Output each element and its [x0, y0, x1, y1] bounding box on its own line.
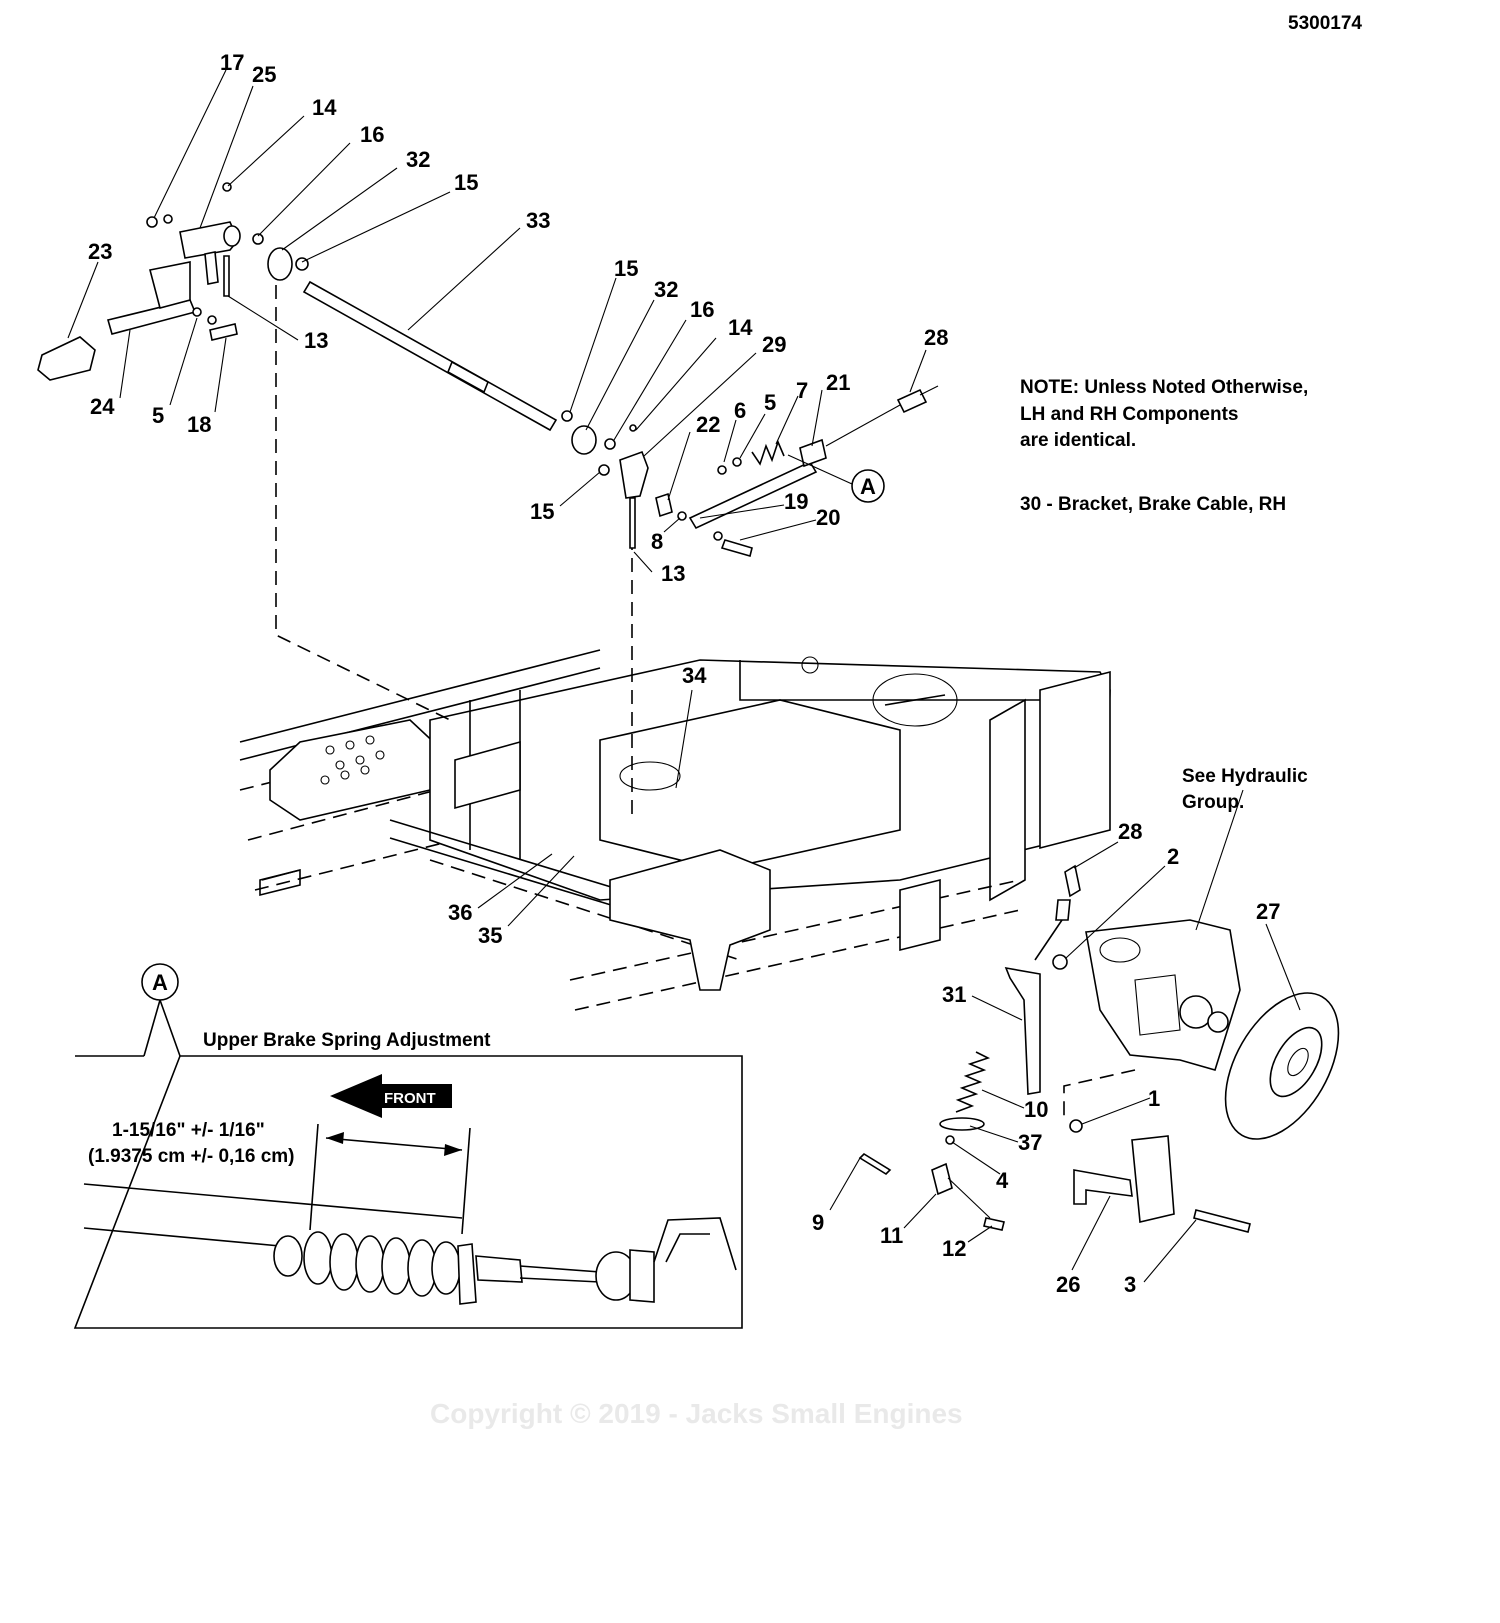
callout-35: 35	[478, 923, 502, 948]
note-block: NOTE: Unless Noted Otherwise, LH and RH …	[1020, 377, 1308, 515]
hydraulic-ref-line-1: See Hydraulic	[1182, 766, 1308, 787]
callout-16: 16	[360, 122, 384, 147]
callout-9: 9	[812, 1210, 824, 1235]
callout-26: 26	[1056, 1272, 1080, 1297]
callout-13: 13	[304, 328, 328, 353]
callout-2: 2	[1167, 844, 1179, 869]
callout-15: 15	[454, 170, 478, 195]
assembly-dash-lh	[275, 285, 451, 721]
callout-28: 28	[1118, 819, 1142, 844]
cross-shaft	[302, 280, 558, 432]
callout-27: 27	[1256, 899, 1280, 924]
svg-text:A: A	[860, 474, 876, 499]
callout-1: 1	[1148, 1086, 1160, 1111]
pivot-hub-lh	[267, 247, 293, 281]
callout-5: 5	[152, 403, 164, 428]
callout-23: 23	[88, 239, 112, 264]
hydraulic-reference: See Hydraulic Group.	[1182, 766, 1308, 813]
brake-link-rod	[688, 460, 818, 530]
brake-cable-bracket	[1004, 966, 1041, 1095]
inset-title: Upper Brake Spring Adjustment	[203, 1030, 491, 1051]
dimension-metric: (1.9375 cm +/- 0,16 cm)	[88, 1146, 295, 1167]
callout-13: 13	[661, 561, 685, 586]
callout-36: 36	[448, 900, 472, 925]
callout-8: 8	[651, 529, 663, 554]
front-label: FRONT	[384, 1090, 436, 1107]
callout-numbers: 17 25 14 16 32 15 33 23 13 24 5 18 15 32…	[88, 50, 1280, 1297]
callout-3: 3	[1124, 1272, 1136, 1297]
detail-a-inset: A Upper Brake Spring Adjustment FRONT 1-…	[73, 963, 743, 1329]
leader-lines	[67, 69, 1301, 1283]
callout-6: 6	[734, 398, 746, 423]
callout-7: 7	[796, 378, 808, 403]
front-arrow-icon	[330, 1074, 452, 1118]
clevis	[931, 1162, 953, 1196]
callout-21: 21	[826, 370, 850, 395]
callout-34: 34	[682, 663, 707, 688]
callout-24: 24	[90, 394, 115, 419]
detail-a-marker: A	[787, 454, 885, 503]
callout-15: 15	[530, 499, 554, 524]
callout-14: 14	[312, 95, 337, 120]
callout-18: 18	[187, 412, 211, 437]
callout-32: 32	[406, 147, 430, 172]
note-line-2: LH and RH Components	[1020, 404, 1239, 425]
handle-grip	[37, 336, 96, 381]
lower-brake-assembly	[858, 864, 1340, 1233]
upper-brake-spring	[751, 439, 785, 466]
document-number: 5300174	[1288, 13, 1362, 34]
brake-lever-arm	[107, 299, 197, 335]
callout-4: 4	[996, 1168, 1009, 1193]
callout-33: 33	[526, 208, 550, 233]
callout-28: 28	[924, 325, 948, 350]
callout-37: 37	[1018, 1130, 1042, 1155]
callout-14: 14	[728, 315, 753, 340]
note-line-1: NOTE: Unless Noted Otherwise,	[1020, 377, 1308, 398]
foot-plate-holes	[320, 735, 385, 785]
callout-25: 25	[252, 62, 276, 87]
chassis-frame	[239, 649, 1111, 1011]
callout-31: 31	[942, 982, 966, 1007]
callout-15: 15	[614, 256, 638, 281]
callout-22: 22	[696, 412, 720, 437]
callout-29: 29	[762, 332, 786, 357]
callout-12: 12	[942, 1236, 966, 1261]
callout-19: 19	[784, 489, 808, 514]
brake-arm-rh	[619, 450, 649, 499]
callout-17: 17	[220, 50, 244, 75]
brake-handle-assembly	[37, 182, 939, 557]
brake-caliper	[1131, 1135, 1175, 1223]
callout-32: 32	[654, 277, 678, 302]
dimension-imperial: 1-15/16" +/- 1/16"	[112, 1120, 265, 1141]
callout-16: 16	[690, 297, 714, 322]
callout-20: 20	[816, 505, 840, 530]
inset-frame	[73, 1055, 743, 1329]
copyright-watermark: Copyright © 2019 - Jacks Small Engines	[430, 1398, 963, 1429]
lower-brake-spring	[955, 1051, 991, 1113]
note-bracket: 30 - Bracket, Brake Cable, RH	[1020, 494, 1286, 515]
note-line-3: are identical.	[1020, 430, 1136, 451]
inset-marker: A	[152, 970, 168, 995]
spring-detail	[273, 1231, 461, 1297]
pivot-hub-rh	[571, 425, 597, 455]
callout-5: 5	[764, 390, 776, 415]
hydraulic-motor	[1085, 919, 1241, 1071]
callout-11: 11	[880, 1223, 903, 1248]
callout-10: 10	[1024, 1097, 1048, 1122]
hydraulic-ref-line-2: Group.	[1182, 792, 1244, 813]
